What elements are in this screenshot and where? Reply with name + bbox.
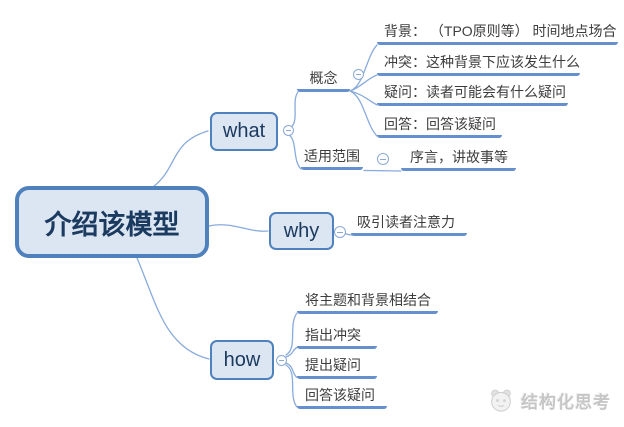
edge-root-what xyxy=(152,130,209,188)
collapse-minus-icon-how[interactable] xyxy=(276,355,287,366)
edge-how-leaf4 xyxy=(285,364,298,408)
leaf-conflict[interactable]: 冲突：这种背景下应该发生什么 xyxy=(377,51,580,76)
leaf-preface-storytelling[interactable]: 序言，讲故事等 xyxy=(401,146,516,171)
branch-how[interactable]: how xyxy=(210,340,274,380)
leaf-background[interactable]: 背景： （TPO原则等） 时间地点场合 xyxy=(377,20,618,45)
edge-what-concept xyxy=(289,91,299,129)
watermark: 结构化思考 xyxy=(487,386,611,414)
collapse-minus-icon-scope[interactable] xyxy=(377,153,389,165)
edge-concept-leaf2 xyxy=(349,74,378,92)
edge-what-scope xyxy=(287,133,302,170)
watermark-logo-icon xyxy=(491,389,511,412)
edge-how-leaf2 xyxy=(285,346,298,358)
branch-what[interactable]: what xyxy=(210,112,278,151)
leaf-point-out-conflict[interactable]: 指出冲突 xyxy=(297,324,377,349)
collapse-minus-icon-why[interactable] xyxy=(334,226,346,238)
edge-root-how xyxy=(136,257,210,360)
leaf-answer-question[interactable]: 回答该疑问 xyxy=(297,384,387,409)
leaf-combine-theme-background[interactable]: 将主题和背景相结合 xyxy=(297,289,438,314)
edge-how-leaf3 xyxy=(285,362,298,379)
edge-concept-leaf1 xyxy=(349,44,378,92)
topic-concept[interactable]: 概念 xyxy=(297,67,350,92)
topic-scope[interactable]: 适用范围 xyxy=(301,145,363,170)
leaf-answer[interactable]: 回答：回答该疑问 xyxy=(377,113,502,138)
leaf-raise-question[interactable]: 提出疑问 xyxy=(297,354,377,379)
root-topic[interactable]: 介绍该模型 xyxy=(15,186,209,258)
branch-why[interactable]: why xyxy=(269,212,334,250)
collapse-minus-icon-concept[interactable] xyxy=(353,69,364,80)
edge-concept-leaf4 xyxy=(349,90,378,137)
edge-how-leaf1 xyxy=(285,312,298,356)
edge-scope-leaf xyxy=(363,169,402,172)
collapse-minus-icon-what[interactable] xyxy=(283,125,294,136)
watermark-text: 结构化思考 xyxy=(521,392,611,412)
leaf-attract-attention[interactable]: 吸引读者注意力 xyxy=(351,211,467,236)
edge-root-why xyxy=(208,224,269,232)
leaf-question[interactable]: 疑问：读者可能会有什么疑问 xyxy=(377,81,568,106)
